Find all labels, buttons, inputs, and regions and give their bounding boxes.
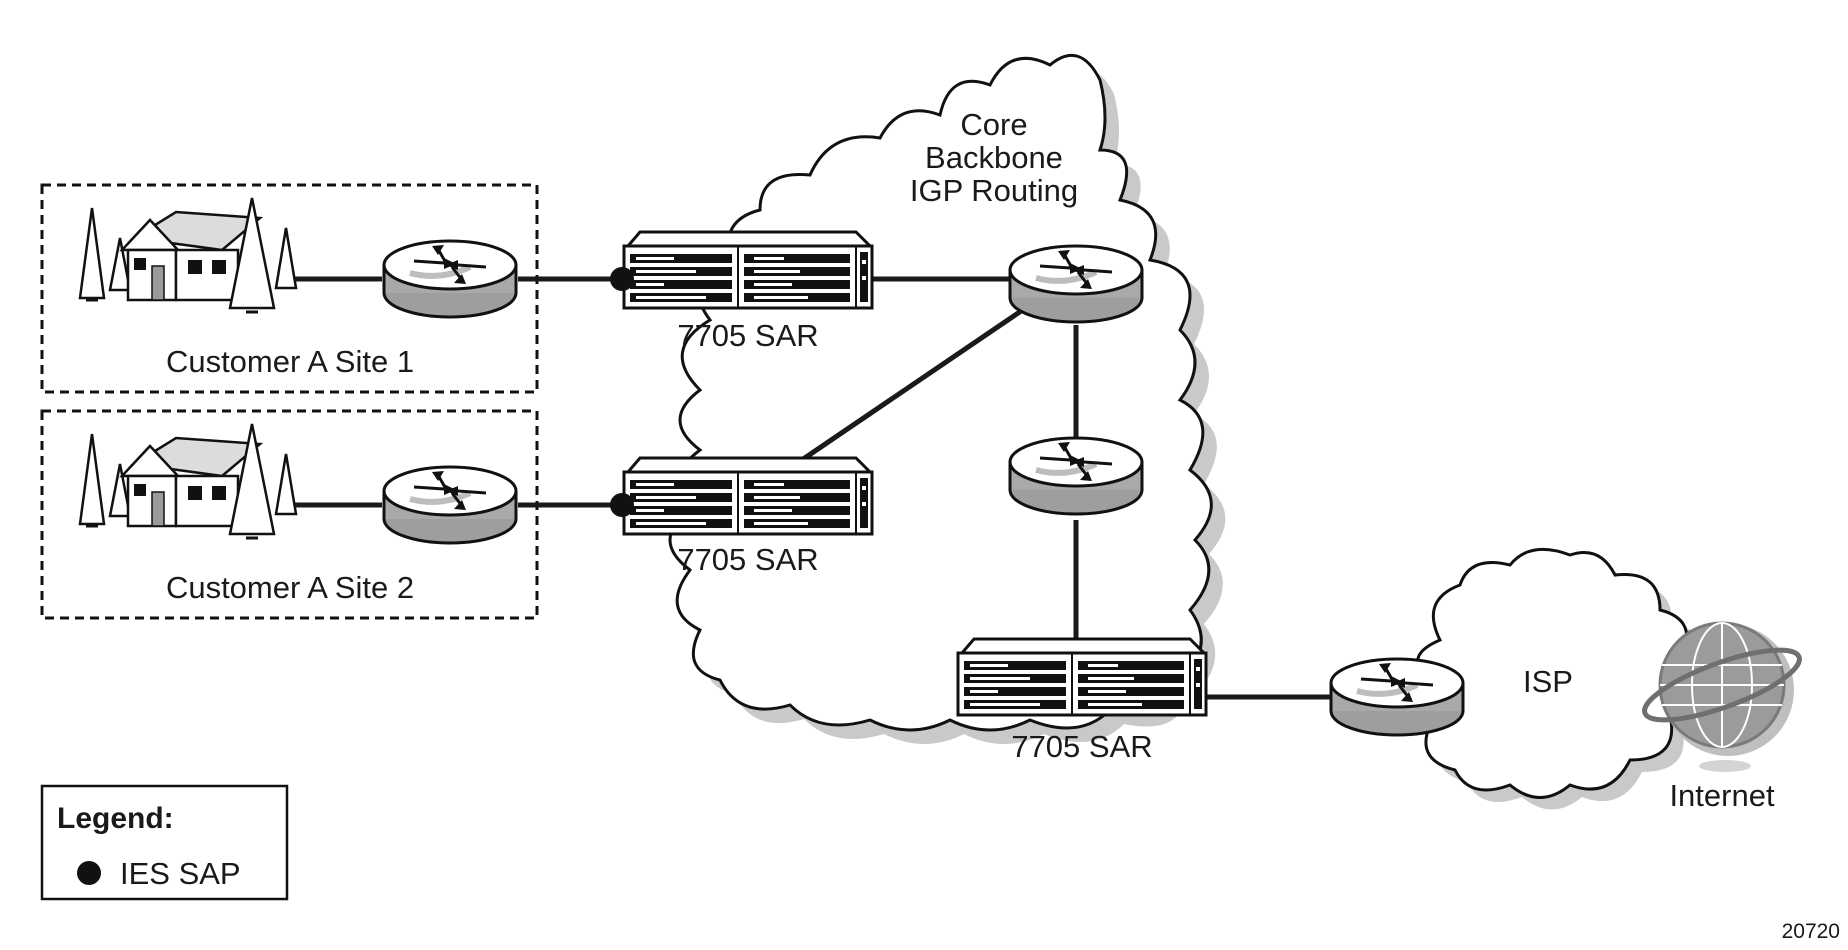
sar-node-2-label: 7705 SAR <box>677 542 818 577</box>
ies-sap-site-1-marker <box>610 267 634 291</box>
customer-site-2-box <box>40 409 539 620</box>
customer-router-site-2-icon <box>384 467 516 543</box>
network-links <box>295 276 1330 700</box>
sar-node-2-icon <box>622 456 874 536</box>
legend: Legend: IES SAP <box>40 784 289 901</box>
internet-globe-icon <box>1642 621 1802 772</box>
core-router-middle-icon <box>1010 438 1142 514</box>
house-site-2-icon <box>78 422 298 540</box>
sar-node-1-label: 7705 SAR <box>677 318 818 353</box>
legend-ies-sap-label: IES SAP <box>120 856 241 891</box>
customer-site-1-box <box>40 183 539 394</box>
ies-sap-site-2-marker <box>610 493 634 517</box>
core-cloud-label-line-3: IGP Routing <box>910 173 1078 208</box>
figure-id: 20720 <box>1782 920 1840 943</box>
customer-site-1-label: Customer A Site 1 <box>166 344 414 379</box>
internet-label: Internet <box>1669 778 1775 813</box>
sar-node-3-icon <box>956 637 1208 717</box>
core-cloud-label-line-2: Backbone <box>925 140 1063 175</box>
house-site-1-icon <box>78 196 298 314</box>
legend-ies-sap-symbol <box>77 861 101 885</box>
core-router-top-icon <box>1010 246 1142 322</box>
core-cloud-label-line-1: Core <box>960 107 1027 142</box>
customer-router-site-1-icon <box>384 241 516 317</box>
link-sar2-core-router <box>788 302 1032 471</box>
sar-node-3-label: 7705 SAR <box>1011 729 1152 764</box>
isp-router-icon <box>1331 659 1463 735</box>
isp-label: ISP <box>1523 664 1573 699</box>
customer-site-2-label: Customer A Site 2 <box>166 570 414 605</box>
legend-title: Legend: <box>57 802 174 835</box>
sar-node-1-icon <box>622 230 874 310</box>
isp-cloud: ISP <box>1412 547 1705 810</box>
